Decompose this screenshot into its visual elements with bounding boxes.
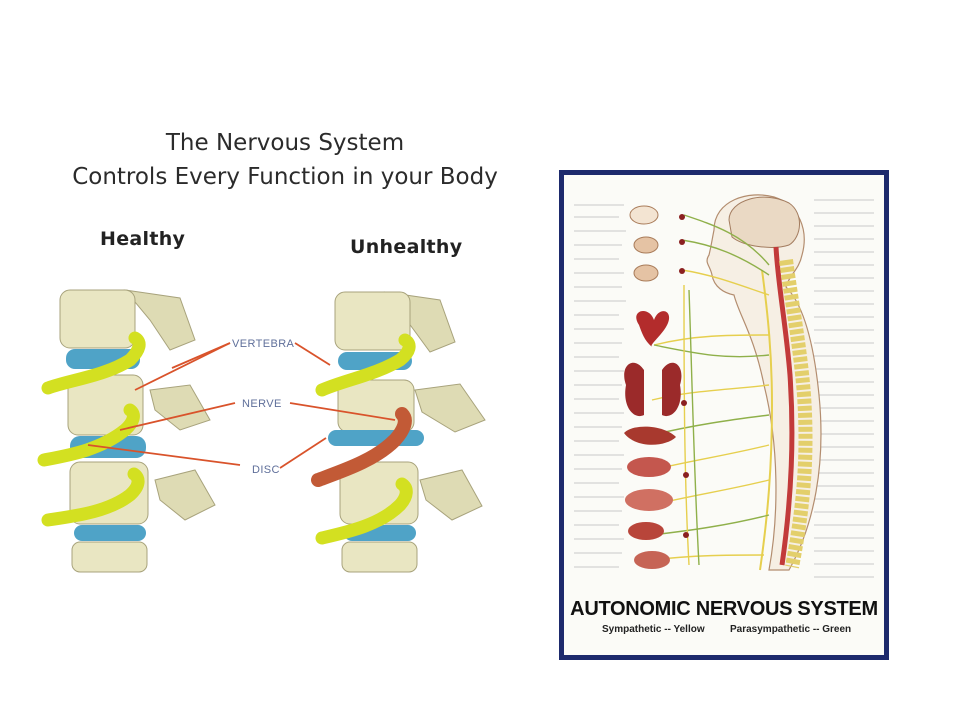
poster-title: AUTONOMIC NERVOUS SYSTEM <box>570 598 878 620</box>
pinched-nerve <box>311 407 412 487</box>
unhealthy-nerve-3 <box>315 477 413 545</box>
lungs-organ <box>624 362 682 417</box>
healthy-disc-3 <box>74 525 146 541</box>
nerve-fibers <box>651 214 770 566</box>
left-label-column <box>574 204 626 568</box>
healthy-spine <box>37 289 216 573</box>
eye-organ <box>629 205 659 225</box>
vertebral-column <box>779 259 813 569</box>
mouth-organ <box>633 264 659 282</box>
title-line-1: The Nervous System <box>165 130 405 156</box>
poster-canvas: AUTONOMIC NERVOUS SYSTEM Sympathetic -- … <box>564 175 884 655</box>
bladder-organ <box>634 551 670 569</box>
liver-organ <box>624 426 676 445</box>
intestine-organ <box>625 489 673 511</box>
brain <box>728 196 800 248</box>
stomach-organ <box>627 457 671 477</box>
disc-callout: DISC <box>252 464 280 476</box>
parasympathetic-legend: Parasympathetic -- Green <box>730 624 852 635</box>
organs <box>624 205 682 569</box>
ganglia <box>679 214 689 538</box>
slide-title: The Nervous System Controls Every Functi… <box>40 126 530 194</box>
callout-lines <box>87 342 396 469</box>
heart-organ <box>636 310 670 347</box>
unhealthy-nerve-1 <box>315 333 416 397</box>
unhealthy-label: Unhealthy <box>350 236 463 258</box>
title-line-2: Controls Every Function in your Body <box>72 164 498 190</box>
unhealthy-spine <box>311 291 486 573</box>
unhealthy-disc-2 <box>328 430 424 446</box>
gland-organ <box>633 236 659 254</box>
healthy-nerve-1 <box>41 331 146 395</box>
nerve-callout: NERVE <box>242 398 282 410</box>
vertebra-callout: VERTEBRA <box>232 338 295 350</box>
spinal-cord <box>773 246 795 566</box>
right-label-column <box>814 199 874 578</box>
sympathetic-legend: Sympathetic -- Yellow <box>602 624 705 635</box>
spine-comparison-illustration: VERTEBRA NERVE DISC <box>37 289 486 573</box>
healthy-nerve-3 <box>41 467 145 527</box>
sympathetic-chain <box>759 269 774 571</box>
healthy-vertebra-1 <box>59 289 136 349</box>
unhealthy-vertebra-1 <box>334 291 411 351</box>
autonomic-nervous-system-poster: AUTONOMIC NERVOUS SYSTEM Sympathetic -- … <box>559 170 889 660</box>
healthy-label: Healthy <box>100 228 186 250</box>
kidney-organ <box>628 522 664 540</box>
poster-illustration <box>574 194 874 578</box>
healthy-nerve-2 <box>37 403 140 467</box>
